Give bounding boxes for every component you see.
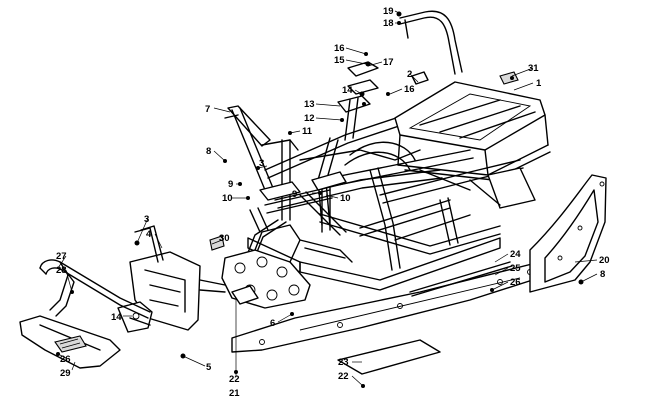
callout-8: 8: [600, 269, 605, 280]
callout-15: 15: [334, 55, 345, 66]
callout-2: 2: [407, 69, 412, 80]
callout-26: 26: [510, 277, 521, 288]
leader-lines: [57, 10, 598, 387]
callout-17: 17: [383, 57, 394, 68]
front-bumper: [39, 259, 151, 326]
callout-31: 31: [528, 63, 539, 74]
front-drive-assembly: [209, 207, 353, 309]
main-frame: [224, 105, 524, 291]
callout-20: 20: [599, 255, 610, 266]
callout-21: 21: [229, 388, 240, 399]
callout-1: 1: [536, 78, 542, 89]
callout-16: 16: [404, 84, 415, 95]
callout-9: 9: [228, 179, 233, 190]
callout-14: 14: [111, 312, 122, 323]
callout-26: 26: [60, 354, 71, 365]
callout-25: 25: [510, 263, 521, 274]
callout-11: 11: [302, 126, 313, 137]
callout-23: 23: [338, 357, 349, 368]
roll-bar-loop: [399, 10, 463, 75]
callout-18: 18: [383, 18, 394, 29]
callout-13: 13: [304, 99, 315, 110]
right-side-panel: [529, 174, 607, 293]
callout-3: 3: [259, 158, 264, 169]
side-strip: [409, 261, 513, 297]
callout-14: 14: [342, 85, 353, 96]
lower-access-panel: [337, 339, 441, 375]
callout-7: 7: [205, 104, 210, 115]
callout-9: 9: [292, 189, 297, 200]
callout-27: 27: [56, 251, 67, 262]
callout-6: 6: [270, 318, 275, 329]
callout-5: 5: [206, 362, 212, 373]
callout-labels: 1 2 3 3 4 5 6 7 8 8 9 9 10 10 11 12 13 1…: [56, 6, 610, 399]
skid-guard: [19, 315, 121, 369]
callout-10: 10: [222, 193, 233, 204]
callout-8: 8: [206, 146, 211, 157]
callout-16: 16: [334, 43, 345, 54]
callout-19: 19: [383, 6, 394, 17]
callout-3: 3: [144, 214, 149, 225]
callout-12: 12: [304, 113, 315, 124]
callout-22: 22: [229, 374, 240, 385]
callout-30: 30: [219, 233, 230, 244]
callout-24: 24: [510, 249, 521, 260]
callout-29: 29: [60, 368, 71, 379]
callout-10: 10: [340, 193, 351, 204]
callout-4: 4: [146, 229, 152, 240]
callout-28: 28: [56, 265, 67, 276]
rear-cargo-frame: [394, 71, 551, 209]
callout-22: 22: [338, 371, 349, 382]
